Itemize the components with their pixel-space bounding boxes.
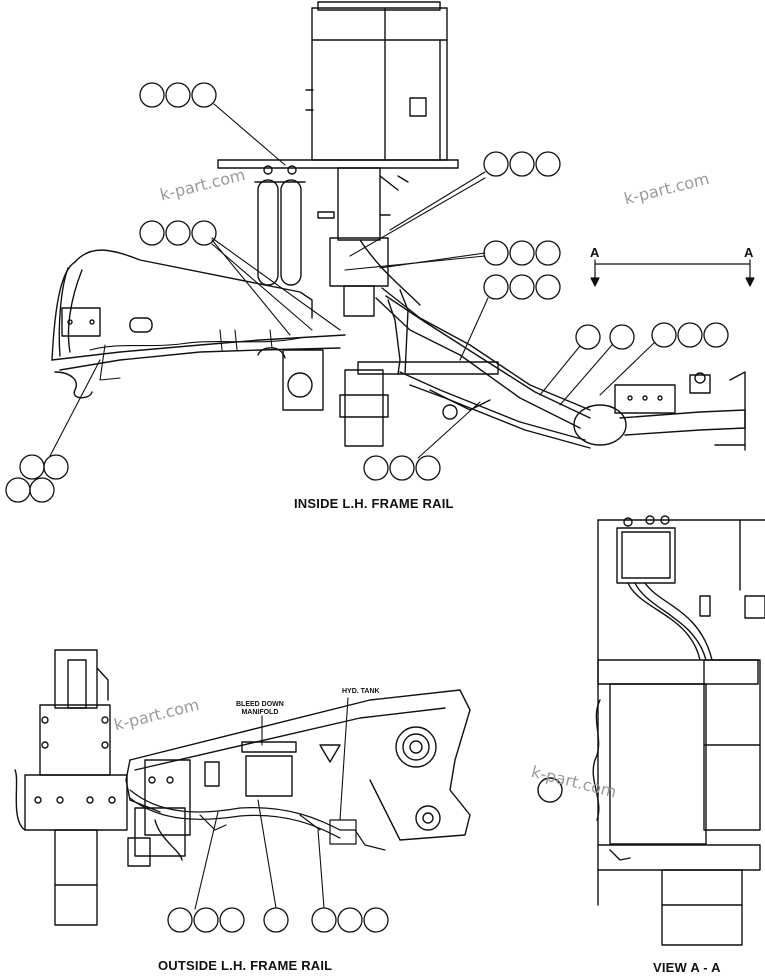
callout-balloons-inside <box>5 82 729 503</box>
wire-harness-inside <box>89 329 301 381</box>
inside-frame-rail-title: INSIDE L.H. FRAME RAIL <box>294 496 454 511</box>
outside-frame-rail-title: OUTSIDE L.H. FRAME RAIL <box>158 958 333 973</box>
right-end-assembly <box>573 371 746 451</box>
section-marker-right: A <box>744 245 754 260</box>
cab-box <box>305 1 448 161</box>
section-line <box>590 259 755 287</box>
callout-balloons-outside <box>167 907 389 933</box>
inside-frame-rail-view <box>5 1 755 503</box>
junction-box <box>616 527 676 584</box>
bleed-down-label-line2: MANIFOLD <box>241 709 279 716</box>
callout-balloon-section <box>537 777 563 803</box>
section-view-title: VIEW A - A <box>653 960 721 975</box>
section-marker-left: A <box>590 245 600 260</box>
air-tanks <box>254 165 306 286</box>
cab-platform <box>217 159 459 169</box>
leader-lines-inside <box>49 103 656 459</box>
outside-frame-rail-view <box>14 649 471 933</box>
steering-column <box>317 167 409 317</box>
section-view <box>537 515 765 946</box>
wire-harness-outside <box>129 789 386 851</box>
bracket-assembly <box>127 759 191 867</box>
left-post <box>14 649 128 926</box>
leader-lines-outside <box>194 697 349 910</box>
bleed-down-label-line1: BLEED DOWN <box>236 701 284 708</box>
lower-components <box>257 289 499 447</box>
hyd-tank-label: HYD. TANK <box>342 688 380 695</box>
diagonal-harness <box>359 239 591 449</box>
bleed-down-manifold-label: BLEED DOWN MANIFOLD <box>236 701 284 717</box>
outside-rail-body <box>125 689 471 841</box>
